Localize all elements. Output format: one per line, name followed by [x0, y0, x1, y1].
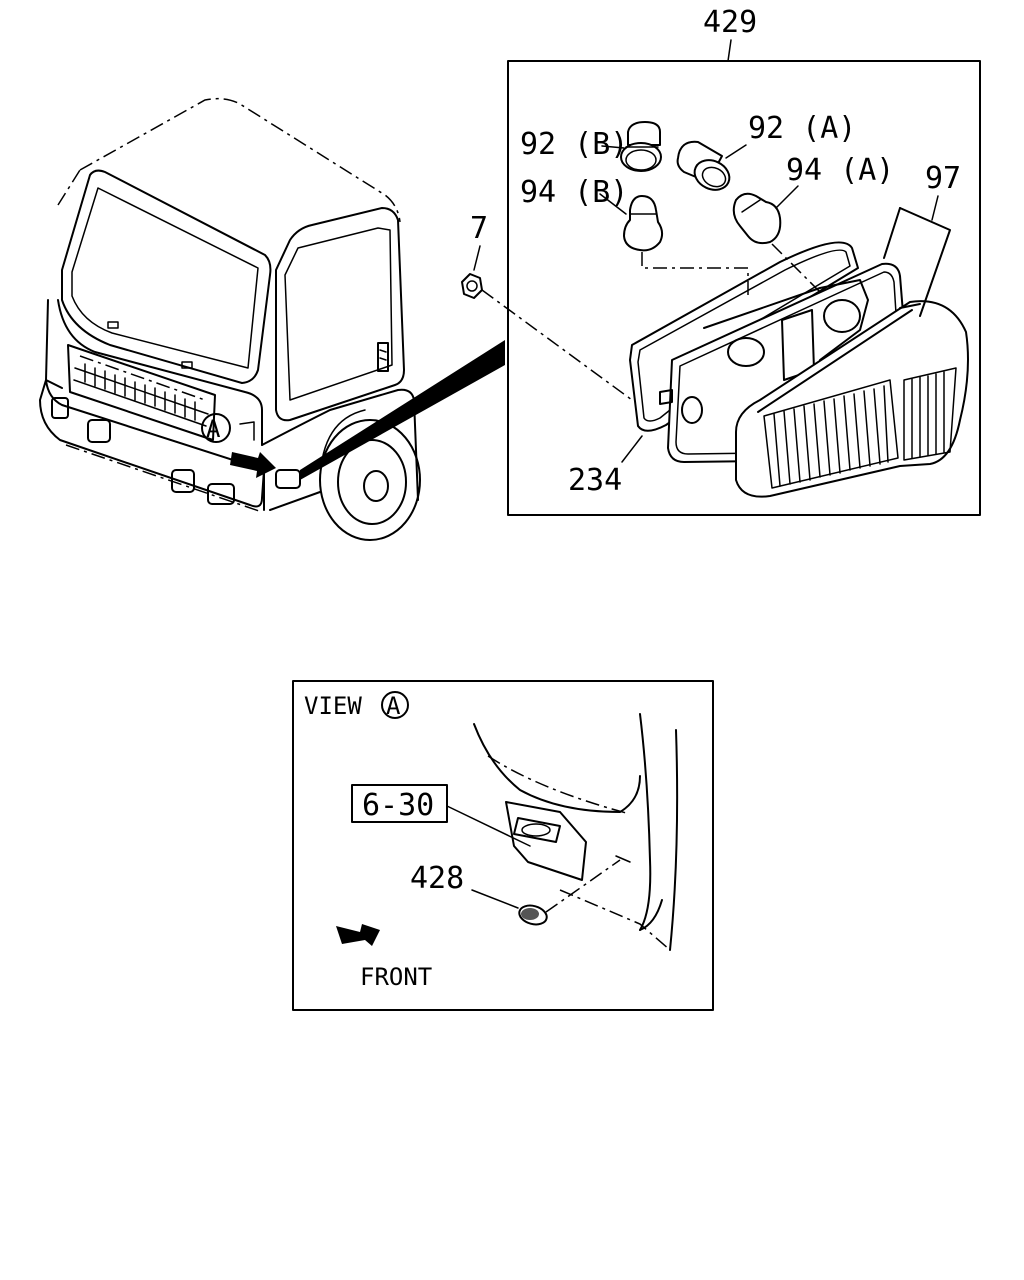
view-a-marker: A — [201, 413, 255, 443]
detail-frame — [507, 60, 981, 516]
view-a-marker-letter: A — [206, 415, 221, 443]
socket-92b — [620, 121, 662, 172]
marker-bracket — [505, 801, 587, 881]
view-a-title: VIEW — [304, 692, 362, 720]
callout-94a: 94 (A) — [786, 153, 894, 188]
callout-429: 429 — [703, 5, 757, 40]
grommet-428 — [518, 904, 548, 926]
callout-234: 234 — [568, 463, 622, 498]
view-a-title-letter: A — [386, 692, 401, 720]
nut-7 — [461, 273, 483, 299]
callout-97: 97 — [925, 161, 961, 196]
lamp-assembly-detail: 429 92 (B) 92 (A) 94 (B) — [461, 5, 981, 516]
leader-wedge — [300, 340, 505, 480]
view-a-detail: VIEW A 428 6-30 FRONT — [292, 680, 714, 1011]
lens-side-ribs — [911, 371, 945, 459]
front-arrow-icon — [336, 924, 380, 946]
lens-97 — [735, 300, 969, 498]
truck-cab-illustration: A — [39, 97, 505, 541]
ref-box-6-30 — [351, 784, 448, 823]
callout-92a: 92 (A) — [748, 111, 856, 146]
callout-428: 428 — [410, 861, 464, 896]
view-arrow-icon — [230, 452, 276, 478]
callout-94b: 94 (B) — [520, 175, 628, 210]
ref-box-6-30-label: 6-30 — [362, 788, 434, 823]
grille-vents — [84, 363, 196, 421]
front-label: FRONT — [360, 963, 432, 991]
bulb-94b — [623, 195, 664, 252]
callout-92b: 92 (B) — [520, 127, 628, 162]
view-a-frame — [292, 680, 714, 1011]
callout-7: 7 — [470, 211, 488, 246]
socket-92a — [676, 140, 731, 191]
bulb-94a — [732, 192, 782, 245]
lens-ribs — [773, 385, 889, 487]
